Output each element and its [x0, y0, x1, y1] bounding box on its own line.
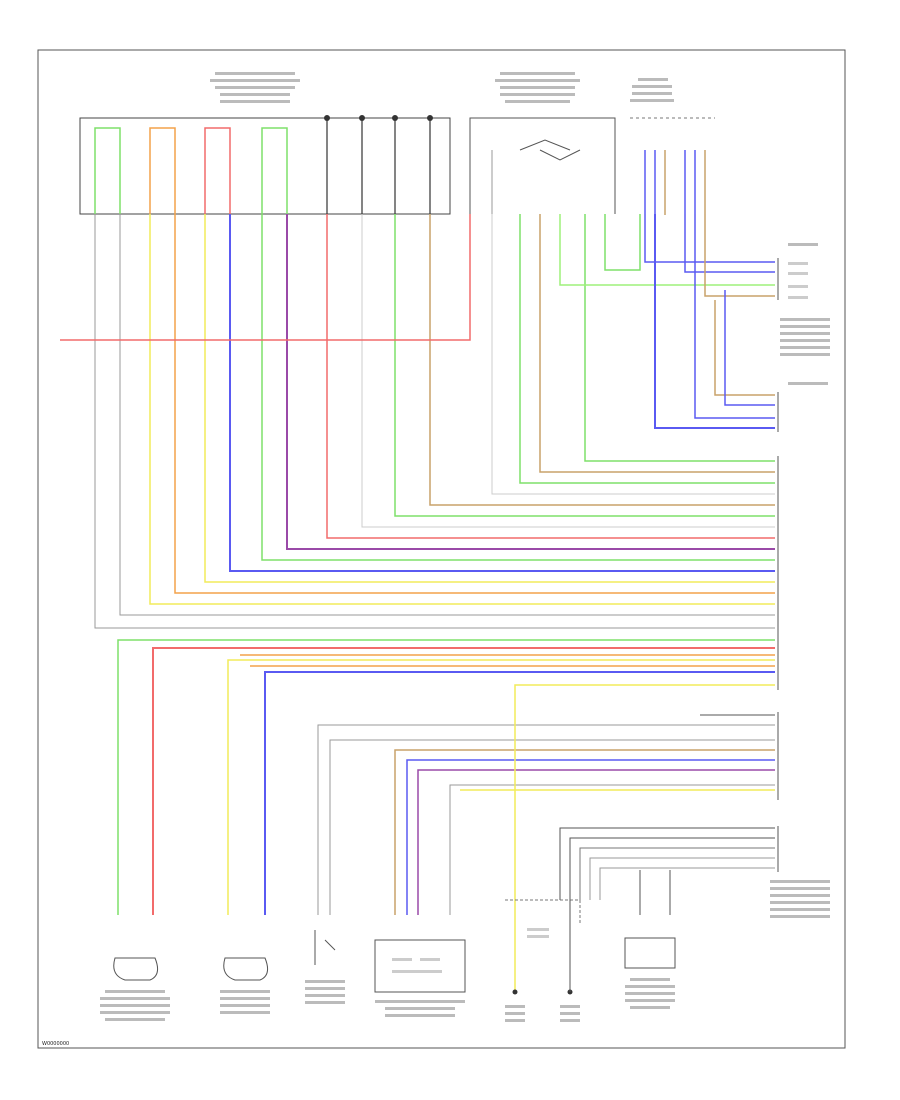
diagram-border — [37, 49, 846, 1049]
wire-bundle — [60, 214, 775, 990]
top-middle-switch — [469, 72, 616, 214]
bottom-switch-3 — [305, 930, 345, 1004]
bottom-sensor-2 — [220, 957, 270, 1014]
bottom-sensor-6 — [624, 937, 676, 1009]
bottom-injectors-5 — [505, 899, 581, 1022]
bottom-sensor-1 — [100, 957, 170, 1021]
top-left-connector — [79, 72, 451, 215]
top-right-sensor — [630, 78, 715, 214]
right-connector-pins — [770, 243, 830, 918]
bottom-module-4 — [374, 939, 466, 1017]
footer-code: W0000000 — [42, 1041, 69, 1047]
